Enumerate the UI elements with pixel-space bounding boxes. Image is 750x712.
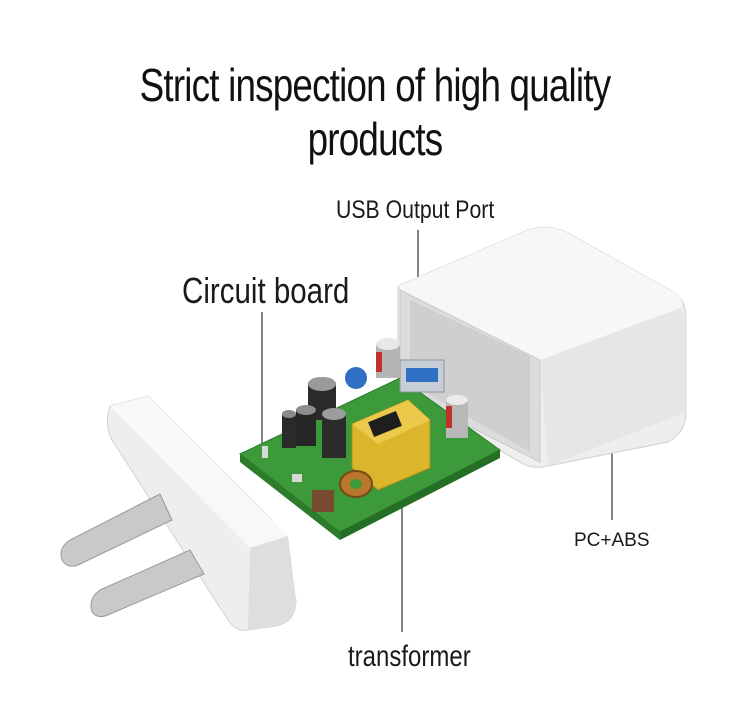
usb-output-port-label: USB Output Port <box>336 196 495 224</box>
toroid-coil <box>339 470 373 498</box>
page-title: Strict inspection of high quality produc… <box>139 59 611 165</box>
circuit-board-label: Circuit board <box>182 270 350 311</box>
capacitors <box>282 338 468 458</box>
circuit-board <box>239 338 501 540</box>
transformer-label: transformer <box>348 640 471 673</box>
transformer <box>351 399 431 491</box>
pc-abs-label: PC+ABS <box>574 530 650 551</box>
plug-base <box>60 395 297 631</box>
housing-shell <box>397 226 687 468</box>
